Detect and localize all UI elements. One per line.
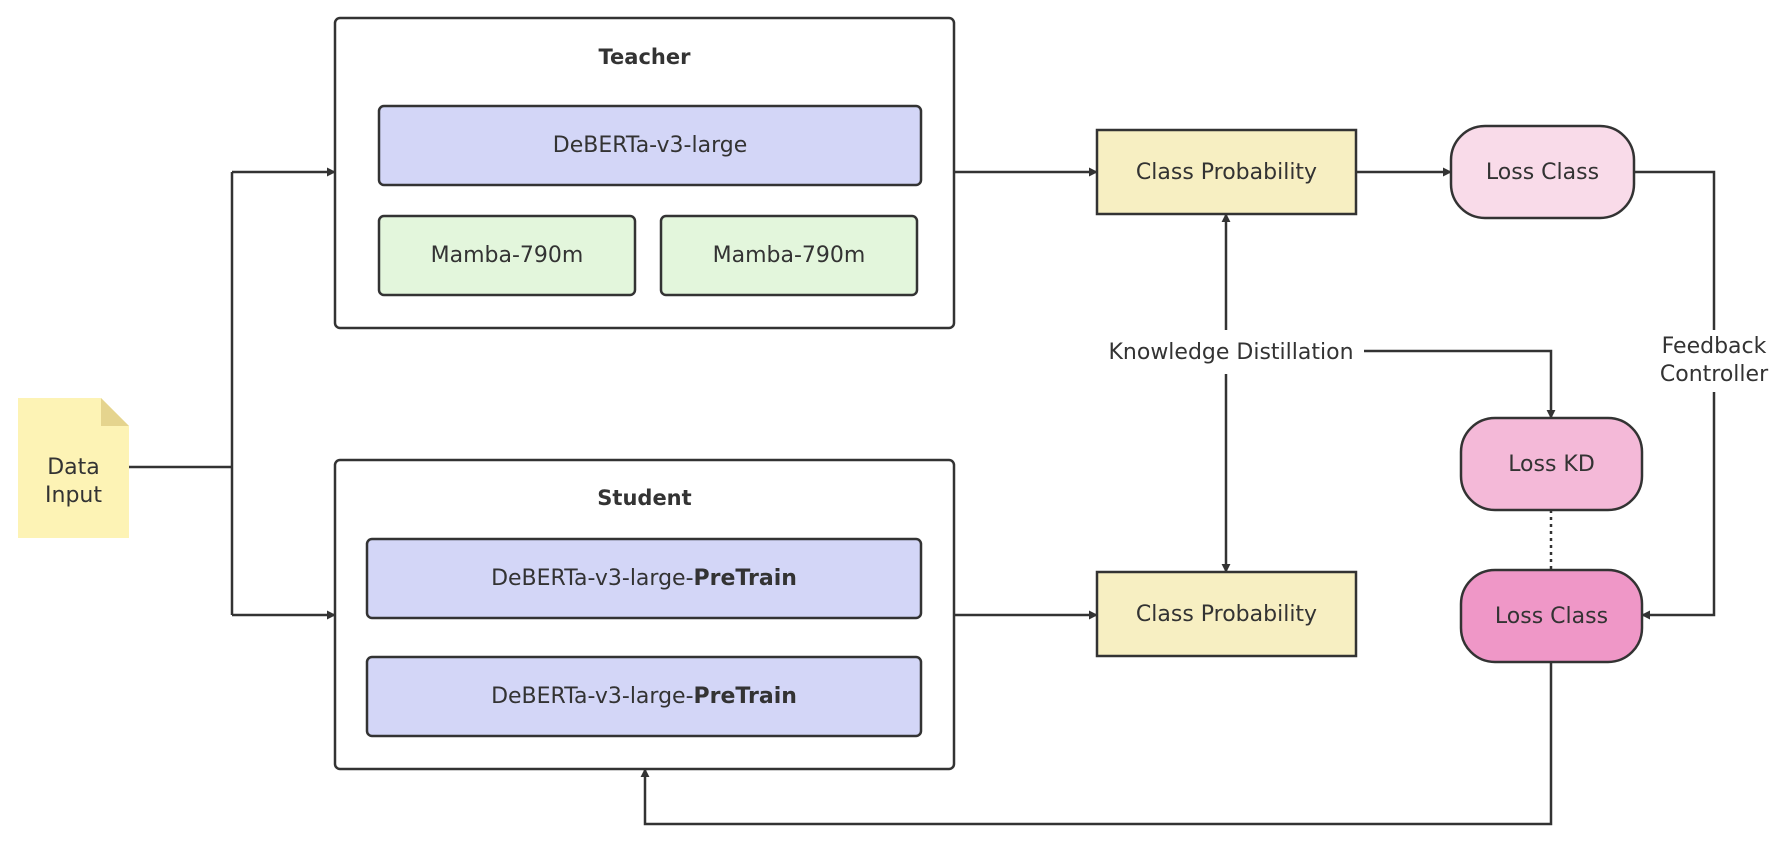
teacher-mamba-box-1 xyxy=(377,214,637,297)
distillation-to-kd-arrow xyxy=(1364,349,1556,419)
student-probability-box xyxy=(1095,570,1358,658)
student-model-box-2 xyxy=(365,655,923,738)
student-loss-pill xyxy=(1459,568,1644,664)
teacher-probability-box xyxy=(1095,128,1358,216)
feedback-to-loss-arrow xyxy=(1641,392,1716,620)
feedback-line-top xyxy=(1634,170,1716,330)
teacher-mamba-box-2 xyxy=(659,214,919,297)
data-input-note xyxy=(18,398,129,538)
loss-kd-pill xyxy=(1459,416,1644,512)
loss-to-student-feedback-arrow xyxy=(640,662,1553,826)
student-model-box-1 xyxy=(365,537,923,620)
teacher-loss-pill xyxy=(1449,124,1636,220)
input-trunk-line xyxy=(129,172,234,615)
teacher-deberta-box xyxy=(377,104,923,187)
data-input-note-fold xyxy=(101,398,129,426)
